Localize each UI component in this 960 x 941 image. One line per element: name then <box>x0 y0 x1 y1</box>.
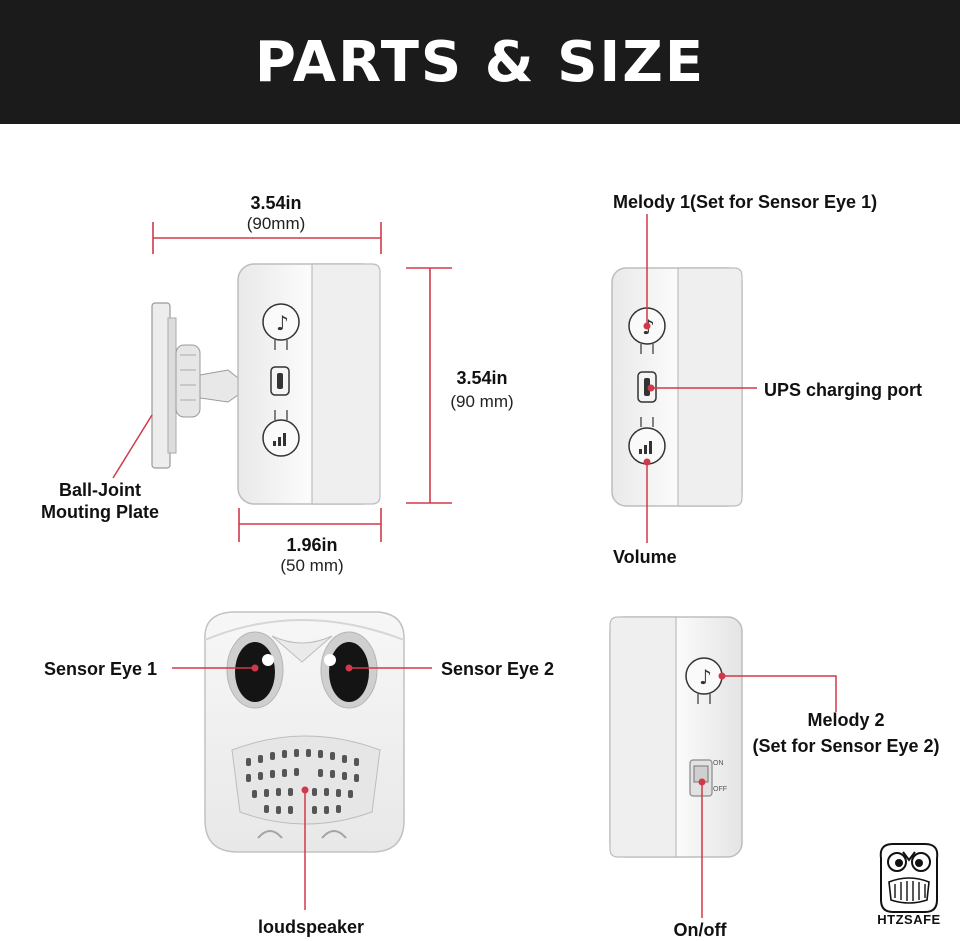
depth-inches: 1.96in <box>286 535 338 555</box>
label-sensor-eye-2: Sensor Eye 2 <box>441 659 555 679</box>
label-ups-port: UPS charging port <box>764 380 923 400</box>
dimension-height <box>406 267 452 504</box>
callouts-owl <box>172 664 432 910</box>
label-melody-2-note: (Set for Sensor Eye 2) <box>752 736 940 756</box>
brand-name: HTZSAFE <box>877 912 941 927</box>
height-inches: 3.54in <box>456 368 508 388</box>
switch-off-text: OFF <box>713 786 727 793</box>
height-mm: (90 mm) <box>450 392 514 411</box>
label-ball-joint: Ball-Joint <box>58 480 142 500</box>
callouts-switch <box>698 672 837 918</box>
page-title: PARTS & SIZE <box>254 29 706 95</box>
callout-ball-joint <box>112 414 153 479</box>
dimension-width <box>152 222 382 254</box>
callouts-right <box>643 214 757 543</box>
label-melody-1: Melody 1(Set for Sensor Eye 1) <box>613 192 878 212</box>
dimension-depth <box>238 508 382 542</box>
depth-mm: (50 mm) <box>280 556 344 575</box>
width-mm: (90mm) <box>246 214 306 233</box>
label-mounting-plate: Mouting Plate <box>41 502 159 522</box>
label-on-off: On/off <box>673 920 727 940</box>
owl-logo-icon <box>879 843 939 913</box>
svg-text:♪: ♪ <box>699 665 712 689</box>
header-banner: PARTS & SIZE <box>0 0 960 124</box>
side-view-device-right: ♪ <box>611 267 743 507</box>
label-melody-2: Melody 2 <box>807 710 885 730</box>
svg-text:♪: ♪ <box>276 311 289 335</box>
music-note-icon <box>262 303 300 341</box>
width-inches: 3.54in <box>250 193 302 213</box>
label-sensor-eye-1: Sensor Eye 1 <box>44 659 158 679</box>
switch-on-text: ON <box>713 760 724 767</box>
mounting-plate <box>151 302 239 469</box>
side-view-device-switch: ♪ <box>609 616 743 858</box>
speaker-grille <box>246 749 359 814</box>
side-view-device: ♪ <box>237 263 381 505</box>
label-volume: Volume <box>613 547 677 567</box>
label-loudspeaker: loudspeaker <box>257 917 365 937</box>
